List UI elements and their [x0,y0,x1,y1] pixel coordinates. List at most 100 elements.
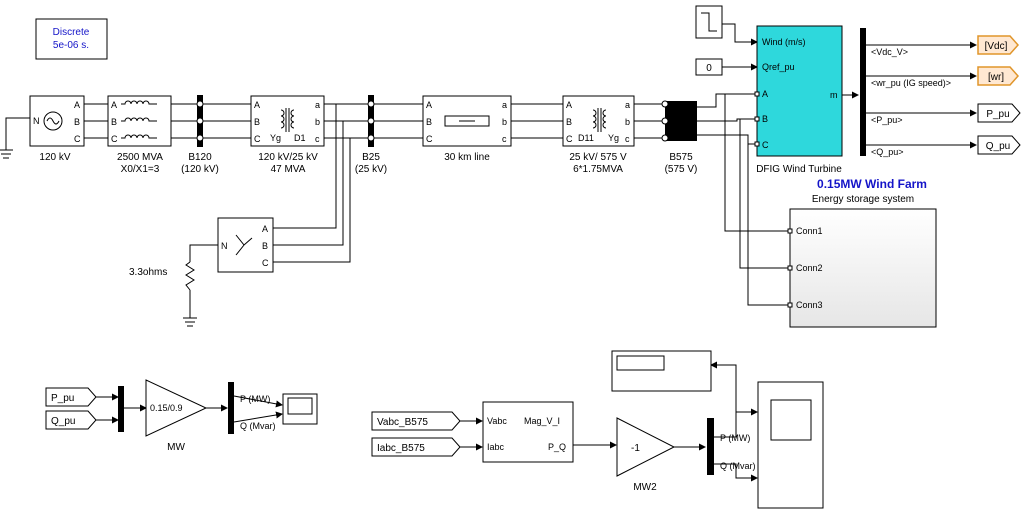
goto-p[interactable]: P_pu [977,103,1021,123]
powergui-line2: 5e-06 s. [53,40,89,51]
grounding-resistor-label: 3.3ohms [129,267,167,278]
gain-mw2-label: MW2 [633,482,657,493]
inductance-port-b: B [111,117,117,127]
line-port-a: A [426,100,432,110]
goto-q-label: Q_pu [986,141,1010,152]
transformer-coil-icon [592,109,597,129]
transformer-coil-icon [290,109,295,129]
turbine-port-m: m [830,90,838,100]
source-port-b: B [74,117,80,127]
demux-1[interactable] [228,382,234,434]
bus-b25-line2: (25 kV) [355,164,387,175]
from-p-pu-label: P_pu [51,393,74,404]
inductance-port-c: C [111,134,118,144]
three-phase-source[interactable]: N A B C 120 kV [29,95,85,163]
t2-line2: 47 MVA [271,164,306,175]
source-label: 120 kV [39,152,70,163]
inductance-line1: 2500 MVA [117,152,163,163]
bus-b575[interactable]: B575 (575 V) [661,100,698,175]
wind-step-block[interactable] [695,5,723,39]
t2-port-b: B [254,117,260,127]
goto-p-label: P_pu [986,109,1009,120]
source-port-a: A [74,100,80,110]
mux-1[interactable] [118,386,124,432]
from-vabc-label: Vabc_B575 [377,417,428,428]
line-port-out-a: a [502,100,507,110]
zigzag-icon [235,234,253,256]
ess-conn1: Conn1 [796,226,823,236]
turbine-port-c: C [762,140,769,150]
turbine-port-wind: Wind (m/s) [762,37,806,47]
signal-q-label: <Q_pu> [871,147,904,157]
demux-2[interactable] [707,418,714,475]
scope-1[interactable] [282,393,318,425]
gain-mw[interactable]: 0.15/0.9 MW [145,379,208,453]
mutual-inductance-block[interactable]: A B C 2500 MVA X0/X1=3 [107,95,172,175]
grounding-resistor[interactable]: 3.3ohms [129,261,195,291]
transformer-120-25[interactable]: A B C a b c Yg D1 120 kV/25 kV 47 MVA [250,95,325,175]
grounding-port-a: A [262,224,268,234]
t3-port-out-c: c [625,134,630,144]
step-icon [701,12,717,32]
bus-selector[interactable] [860,28,866,156]
turbine-port-b: B [762,114,768,124]
coil-icon [121,100,157,105]
bus-b25-line1: B25 [362,152,380,163]
signal-p-label: <P_pu> [871,115,903,125]
dfig-wind-turbine[interactable]: Wind (m/s) Qref_pu A B C m DFIG Wind Tur… [754,25,843,175]
bus-b120-line1: B120 [188,152,212,163]
coil-icon [121,134,157,139]
from-iabc-b575[interactable]: Iabc_B575 [371,437,461,457]
powergui-line1: Discrete [53,27,90,38]
t2-line1: 120 kV/25 kV [258,152,318,163]
line-30km[interactable]: A B C a b c 30 km line [422,95,512,163]
t3-port-b: B [566,117,572,127]
t2-winding2-label: D1 [294,133,306,143]
signal-wr-label: <wr_pu (IG speed)> [871,78,951,88]
transformer-25-575[interactable]: A B C a b c D11 Yg 25 kV/ 575 V 6*1.75MV… [562,95,635,175]
bus-b575-line1: B575 [669,152,693,163]
from-vabc-b575[interactable]: Vabc_B575 [371,411,461,431]
sine-wave-icon [46,117,60,125]
goto-wr[interactable]: [wr] [977,66,1020,86]
qref-constant-block[interactable]: 0 [695,58,723,76]
display-block[interactable] [611,350,712,392]
inductance-line2: X0/X1=3 [121,164,160,175]
grounding-port-b: B [262,241,268,251]
line-port-b: B [426,117,432,127]
bus-b25[interactable]: B25 (25 kV) [355,95,387,175]
goto-q[interactable]: Q_pu [977,135,1021,155]
pq-out-pq: P_Q [548,442,566,452]
line-port-out-c: c [502,134,507,144]
grounding-neutral-label: N [221,241,228,251]
demux1-q-label: Q (Mvar) [240,421,276,431]
gain-mw2[interactable]: -1 MW2 [616,417,676,493]
line-label: 30 km line [444,152,490,163]
pq-in-iabc: Iabc [487,442,505,452]
display-screen-icon [616,355,665,371]
ess-conn3: Conn3 [796,300,823,310]
transformer-coil-icon [602,109,607,129]
scope-2[interactable] [757,381,824,509]
t2-winding1-label: Yg [270,133,281,143]
t3-port-a: A [566,100,572,110]
powergui-block[interactable]: Discrete 5e-06 s. [35,18,108,60]
t2-port-out-c: c [315,134,320,144]
t2-port-a: A [254,100,260,110]
pq-measurement-block[interactable]: Vabc Iabc Mag_V_I P_Q [482,401,574,463]
grounding-transformer[interactable]: N A B C [217,217,274,273]
demux1-p-label: P (MW) [240,394,270,404]
resistor-icon [185,261,195,291]
wind-farm-title: 0.15MW Wind Farm [817,177,927,191]
from-q-pu[interactable]: Q_pu [45,410,97,430]
bus-b120[interactable]: B120 (120 kV) [181,95,219,175]
goto-vdc[interactable]: [Vdc] [977,35,1020,55]
energy-storage-system[interactable]: Energy storage system Conn1 Conn2 Conn3 [787,194,937,328]
bus-b575-line2: (575 V) [665,164,698,175]
t2-port-c: C [254,134,261,144]
goto-wr-label: [wr] [988,72,1004,83]
scope-screen-icon [287,397,313,415]
inductance-port-a: A [111,100,117,110]
from-p-pu[interactable]: P_pu [45,387,97,407]
t3-line1: 25 kV/ 575 V [569,152,627,163]
